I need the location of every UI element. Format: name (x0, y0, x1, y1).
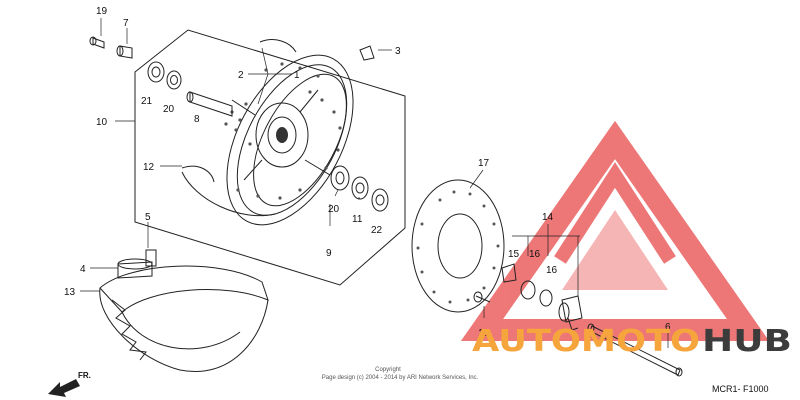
callout-20-right: 20 (328, 204, 340, 215)
assembly-outline (134, 29, 406, 286)
callout-12: 12 (143, 162, 155, 173)
callout-16-right: 16 (546, 265, 558, 276)
front-axle (587, 323, 683, 377)
leader-lines (80, 18, 669, 348)
callout-9: 9 (326, 248, 332, 259)
callout-21: 21 (141, 96, 153, 107)
callout-15: 15 (508, 249, 520, 260)
brake-disc (411, 179, 505, 313)
callout-8: 8 (194, 114, 200, 125)
watermark-auto: AUTOMOTO (472, 324, 700, 359)
callout-11: 11 (352, 214, 363, 225)
callout-10: 10 (96, 117, 108, 128)
callout-labels: 19 7 3 2 1 21 20 8 10 12 20 11 22 9 17 1… (64, 6, 671, 339)
front-wheel (224, 54, 354, 226)
callout-13: 13 (64, 287, 76, 298)
disc-bolt (473, 291, 491, 303)
front-fender (99, 249, 269, 372)
watermark-logo (460, 120, 770, 341)
front-indicator-label: FR. (78, 371, 91, 380)
callout-18: 18 (478, 328, 490, 339)
copyright-label: Copyright (375, 367, 401, 373)
gearbox-parts (501, 263, 583, 331)
watermark-text: AUTOMOTO HUB (472, 324, 792, 359)
callout-19: 19 (96, 6, 108, 17)
callout-7: 7 (123, 18, 129, 29)
copyright-line: Page design (c) 2004 - 2014 by ARI Netwo… (322, 375, 479, 381)
callout-6: 6 (665, 322, 671, 333)
callout-20-left: 20 (163, 104, 175, 115)
watermark-hub: HUB (702, 324, 792, 359)
callout-1: 1 (294, 70, 300, 81)
callout-14: 14 (542, 212, 554, 223)
callout-5: 5 (145, 212, 151, 223)
callout-4: 4 (80, 264, 86, 275)
front-arrow: FR. (48, 371, 91, 397)
balance-weight-parts (181, 39, 297, 217)
fastener-parts (89, 36, 375, 61)
callout-17: 17 (478, 158, 490, 169)
callout-2: 2 (238, 70, 244, 81)
diagram-code: MCR1- F1000 (712, 384, 769, 394)
callout-22: 22 (371, 225, 383, 236)
callout-3: 3 (395, 46, 401, 57)
right-bearing-parts (330, 165, 389, 212)
left-side-parts (147, 61, 233, 117)
callout-16-left: 16 (529, 249, 541, 260)
